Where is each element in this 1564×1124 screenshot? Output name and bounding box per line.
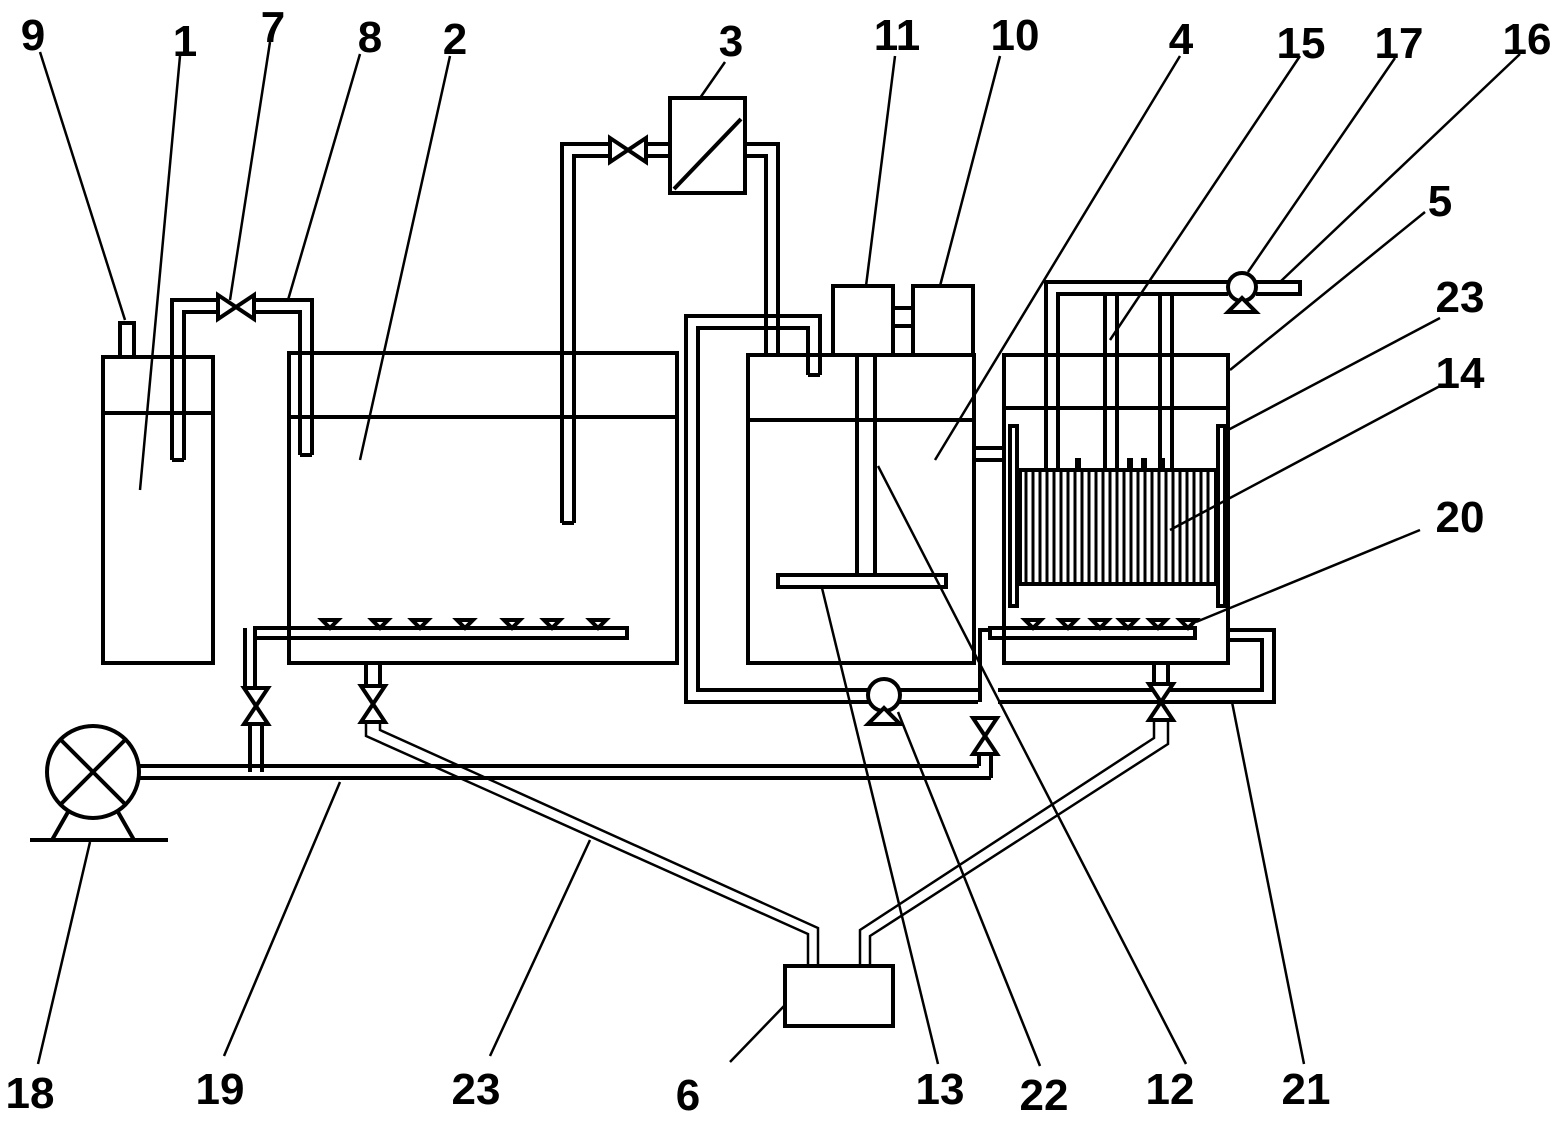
label-22: 22	[1020, 1071, 1069, 1120]
label-18: 18	[6, 1069, 55, 1118]
label-14: 14	[1436, 349, 1485, 398]
tank-2	[287, 351, 679, 665]
aerator-nozzle	[539, 618, 565, 631]
label-5: 5	[1428, 177, 1452, 226]
valve-air-tank-5	[969, 716, 1001, 756]
aerator-nozzle	[1055, 618, 1081, 631]
pump-17	[1223, 271, 1261, 314]
pipe-to-module-3	[560, 142, 610, 525]
motor-11	[831, 284, 895, 357]
pipe-module-3-to-tank-4	[745, 142, 780, 357]
air-pipe-21	[978, 628, 1276, 704]
membrane-tip	[1159, 458, 1165, 470]
membrane-tip	[1075, 458, 1081, 470]
aerator-nozzle	[1145, 618, 1171, 631]
aerator-20	[988, 618, 1201, 640]
label-17: 17	[1375, 19, 1424, 68]
label-8: 8	[358, 13, 382, 62]
valve-7	[216, 291, 256, 323]
aerator-nozzle	[407, 618, 433, 631]
aerator-nozzle	[452, 618, 478, 631]
aerator-nozzle	[585, 618, 611, 631]
tank-1	[101, 298, 218, 665]
aerator-nozzle	[317, 618, 343, 631]
aerator-nozzle	[367, 618, 393, 631]
module-3	[668, 96, 747, 195]
aerator-tank-2	[243, 618, 629, 690]
stirrer-12	[776, 355, 948, 589]
aerator-nozzle	[499, 618, 525, 631]
label-3: 3	[719, 17, 743, 66]
label-16: 16	[1503, 15, 1552, 64]
aerator-nozzle	[1175, 618, 1201, 631]
permeate-header-15	[1044, 280, 1228, 470]
pipe-8	[254, 298, 314, 457]
valve-air-tank-2	[240, 686, 272, 726]
sludge-pipes-23	[364, 720, 1170, 966]
air-line-19	[139, 764, 991, 780]
aerator-nozzle	[1115, 618, 1141, 631]
outlet-16	[1256, 280, 1302, 296]
controller-10	[911, 284, 975, 357]
label-19: 19	[196, 1065, 245, 1114]
label-23-top: 23	[1436, 273, 1485, 322]
label-10: 10	[991, 11, 1040, 60]
valve-top	[608, 134, 648, 166]
tank-6	[783, 964, 895, 1028]
label-11: 11	[874, 11, 921, 60]
pump-22	[863, 677, 905, 726]
membrane-tip	[1141, 458, 1147, 470]
label-1: 1	[173, 17, 197, 66]
valve-drain-tank-2	[357, 663, 389, 724]
aerator-nozzle	[1020, 618, 1046, 631]
label-4: 4	[1169, 15, 1194, 64]
blower-18	[30, 724, 168, 842]
aerator-nozzle	[1087, 618, 1113, 631]
label-20: 20	[1436, 493, 1485, 542]
label-6: 6	[676, 1071, 700, 1120]
valve-drain-tank-5	[1145, 663, 1177, 722]
tank-4	[746, 353, 976, 665]
leader-lines	[36, 41, 1521, 1067]
label-13: 13	[916, 1065, 965, 1114]
label-9: 9	[21, 11, 45, 60]
label-21: 21	[1282, 1065, 1331, 1114]
recycle-pipe	[684, 314, 978, 704]
label-12: 12	[1146, 1065, 1195, 1114]
labels: 9 1 7 8 2 3 11 10 4 15 17 16 5 23 14 20 …	[6, 3, 1552, 1120]
membrane-tip	[1127, 458, 1133, 470]
label-7: 7	[261, 3, 285, 52]
membrane-module-14	[1018, 458, 1218, 586]
label-15: 15	[1277, 19, 1326, 68]
label-23-bottom: 23	[452, 1065, 501, 1114]
label-2: 2	[443, 15, 467, 64]
